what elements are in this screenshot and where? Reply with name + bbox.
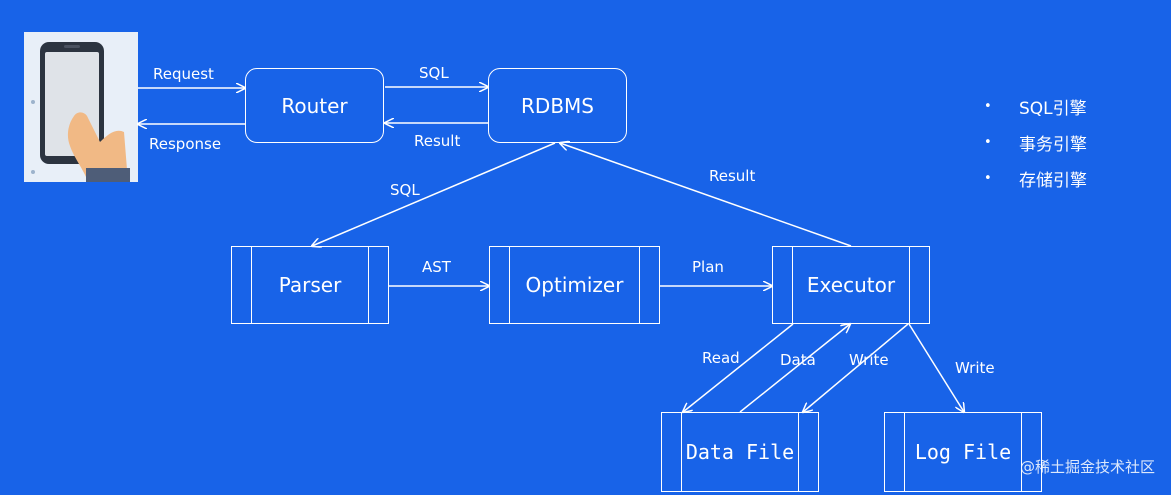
label-response: Response: [149, 135, 222, 153]
engine-list-item: • 存储引擎: [984, 160, 1087, 196]
label-write-data: Write: [849, 351, 889, 369]
engine-list-item: • 事务引擎: [984, 124, 1087, 160]
label-sql-down: SQL: [390, 181, 420, 199]
bullet-mark: •: [984, 134, 992, 150]
edge-write-data: [803, 323, 909, 412]
rdbms-node: RDBMS: [488, 68, 627, 143]
bullet-mark: •: [984, 98, 992, 114]
log-file-node: Log File: [884, 412, 1042, 492]
executor-node: Executor: [772, 246, 930, 324]
label-result-up: Result: [709, 167, 756, 185]
edge-sql-down: [312, 142, 556, 246]
edge-read: [683, 323, 794, 412]
phone-hand-icon: [31, 42, 130, 182]
label-plan: Plan: [692, 258, 724, 276]
phone-illustration: [24, 32, 138, 182]
optimizer-node: Optimizer: [489, 246, 660, 324]
engine-list-label: 存储引擎: [1019, 170, 1087, 191]
edge-result-up: [560, 143, 852, 247]
engine-list-item: • SQL引擎: [984, 88, 1087, 124]
parser-node: Parser: [231, 246, 389, 324]
label-request: Request: [153, 65, 214, 83]
engine-list-label: SQL引擎: [1019, 98, 1087, 119]
watermark: @稀土掘金技术社区: [1019, 458, 1155, 476]
data-file-node: Data File: [661, 412, 819, 492]
edge-write-log: [908, 323, 964, 412]
label-ast: AST: [422, 258, 451, 276]
router-node: Router: [245, 68, 384, 143]
label-data: Data: [780, 351, 816, 369]
label-sql-top: SQL: [419, 64, 449, 82]
engine-list-label: 事务引擎: [1019, 134, 1087, 155]
engine-list: • SQL引擎 • 事务引擎 • 存储引擎: [984, 88, 1087, 196]
label-result-top: Result: [414, 132, 461, 150]
label-write-log: Write: [955, 359, 995, 377]
label-read: Read: [702, 349, 740, 367]
bullet-mark: •: [984, 170, 992, 186]
edge-data: [739, 324, 850, 413]
